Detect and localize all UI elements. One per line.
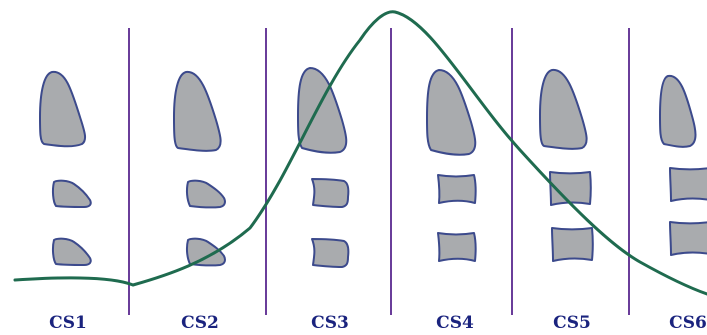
vertebra-c3-shape xyxy=(51,179,92,208)
vertebra-c3-shape xyxy=(437,174,477,204)
stage-label-cs1: CS1 xyxy=(49,313,87,333)
growth-curve xyxy=(13,10,707,296)
stage-label-cs3: CS3 xyxy=(311,313,349,333)
vertebra-c3-shape xyxy=(185,179,226,209)
vertebra-c4-shape xyxy=(185,237,226,267)
vertebra-c4-shape xyxy=(437,232,477,262)
dens-shape xyxy=(39,70,87,148)
vertebra-c4-shape xyxy=(551,227,594,262)
dens-shape xyxy=(173,70,222,152)
vertebra-c4-shape xyxy=(669,221,707,256)
dens-shape xyxy=(659,74,697,148)
stage-label-cs4: CS4 xyxy=(436,313,474,333)
stage-label-cs2: CS2 xyxy=(181,313,219,333)
dens-shape xyxy=(297,67,348,154)
vertebra-c4-shape xyxy=(51,237,92,266)
stage-label-cs5: CS5 xyxy=(553,313,591,333)
stage-label-cs6: CS6 xyxy=(669,313,707,333)
stage-labels: CS1 CS2 CS3 CS4 CS5 CS6 xyxy=(49,313,707,333)
vertebra-c3-shape xyxy=(669,167,707,202)
dens-shape xyxy=(539,68,588,150)
stage-dividers xyxy=(128,28,630,315)
vertebra-c4-shape xyxy=(311,238,350,268)
vertebra-c3-shape xyxy=(311,178,350,208)
